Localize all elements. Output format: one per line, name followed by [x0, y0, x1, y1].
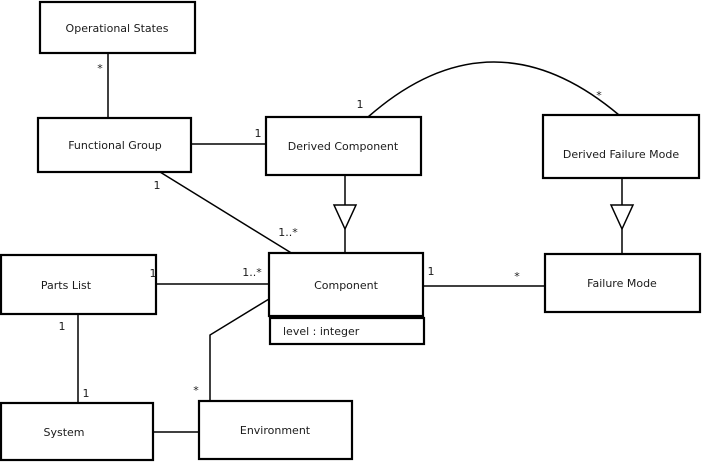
edges-layer: [77, 53, 635, 433]
edge-functional-group-component: [159, 171, 294, 255]
multiplicity-label: *: [596, 89, 602, 102]
class-rect: [541, 113, 701, 180]
class-rect: [264, 115, 423, 177]
class-attribute: level : integer: [283, 325, 360, 338]
multiplicity-label: *: [193, 384, 199, 397]
multiplicity-label: *: [514, 270, 520, 283]
class-box-component: Component level : integer: [267, 251, 426, 346]
class-box-derived-component: Derived Component: [264, 115, 423, 177]
class-name: Functional Group: [68, 139, 162, 152]
class-name: System: [43, 426, 84, 439]
class-rect: [38, 0, 197, 55]
class-name: Operational States: [66, 22, 169, 35]
class-rect: [0, 401, 155, 462]
multiplicity-label: 1: [59, 320, 66, 333]
class-box-derived-failure-mode: Derived Failure Mode: [541, 113, 701, 180]
class-rect: [267, 251, 425, 318]
class-name: Component: [314, 279, 379, 292]
class-rect: [543, 252, 702, 314]
generalization-arrowhead-icon: [332, 204, 358, 231]
multiplicity-label: 1..*: [278, 226, 298, 239]
edge-derived-component-component-generalization: [332, 175, 358, 253]
multiplicity-labels-layer: * 1 1 1..* 1 * 1 1..* 1 * 1 1 *: [59, 62, 603, 400]
class-box-parts-list: Parts List: [0, 253, 158, 316]
edge-derived-failure-mode-failure-mode-generalization: [609, 178, 635, 254]
class-rect: [36, 116, 193, 174]
multiplicity-label: 1: [154, 179, 161, 192]
multiplicity-label: 1: [83, 387, 90, 400]
multiplicity-label: 1: [255, 127, 262, 140]
class-rect: [197, 399, 354, 461]
class-name: Derived Failure Mode: [563, 148, 679, 161]
class-box-operational-states: Operational States: [38, 0, 197, 55]
generalization-arrowhead-icon: [609, 204, 635, 231]
class-box-environment: Environment: [197, 399, 354, 461]
multiplicity-label: 1..*: [242, 266, 262, 279]
class-name: Parts List: [41, 279, 92, 292]
class-name: Environment: [240, 424, 311, 437]
class-box-functional-group: Functional Group: [36, 116, 193, 174]
class-rect: [0, 253, 158, 316]
multiplicity-label: 1: [150, 267, 157, 280]
edge-environment-component: [209, 298, 270, 401]
class-name: Derived Component: [288, 140, 399, 153]
class-box-failure-mode: Failure Mode: [543, 252, 702, 314]
class-name: Failure Mode: [587, 277, 657, 290]
edge-derived-component-derived-failure-mode: [367, 61, 620, 118]
class-box-system: System: [0, 401, 155, 462]
multiplicity-label: 1: [357, 98, 364, 111]
class-attributes-rect: [268, 316, 426, 346]
multiplicity-label: 1: [428, 265, 435, 278]
multiplicity-label: *: [97, 62, 103, 75]
